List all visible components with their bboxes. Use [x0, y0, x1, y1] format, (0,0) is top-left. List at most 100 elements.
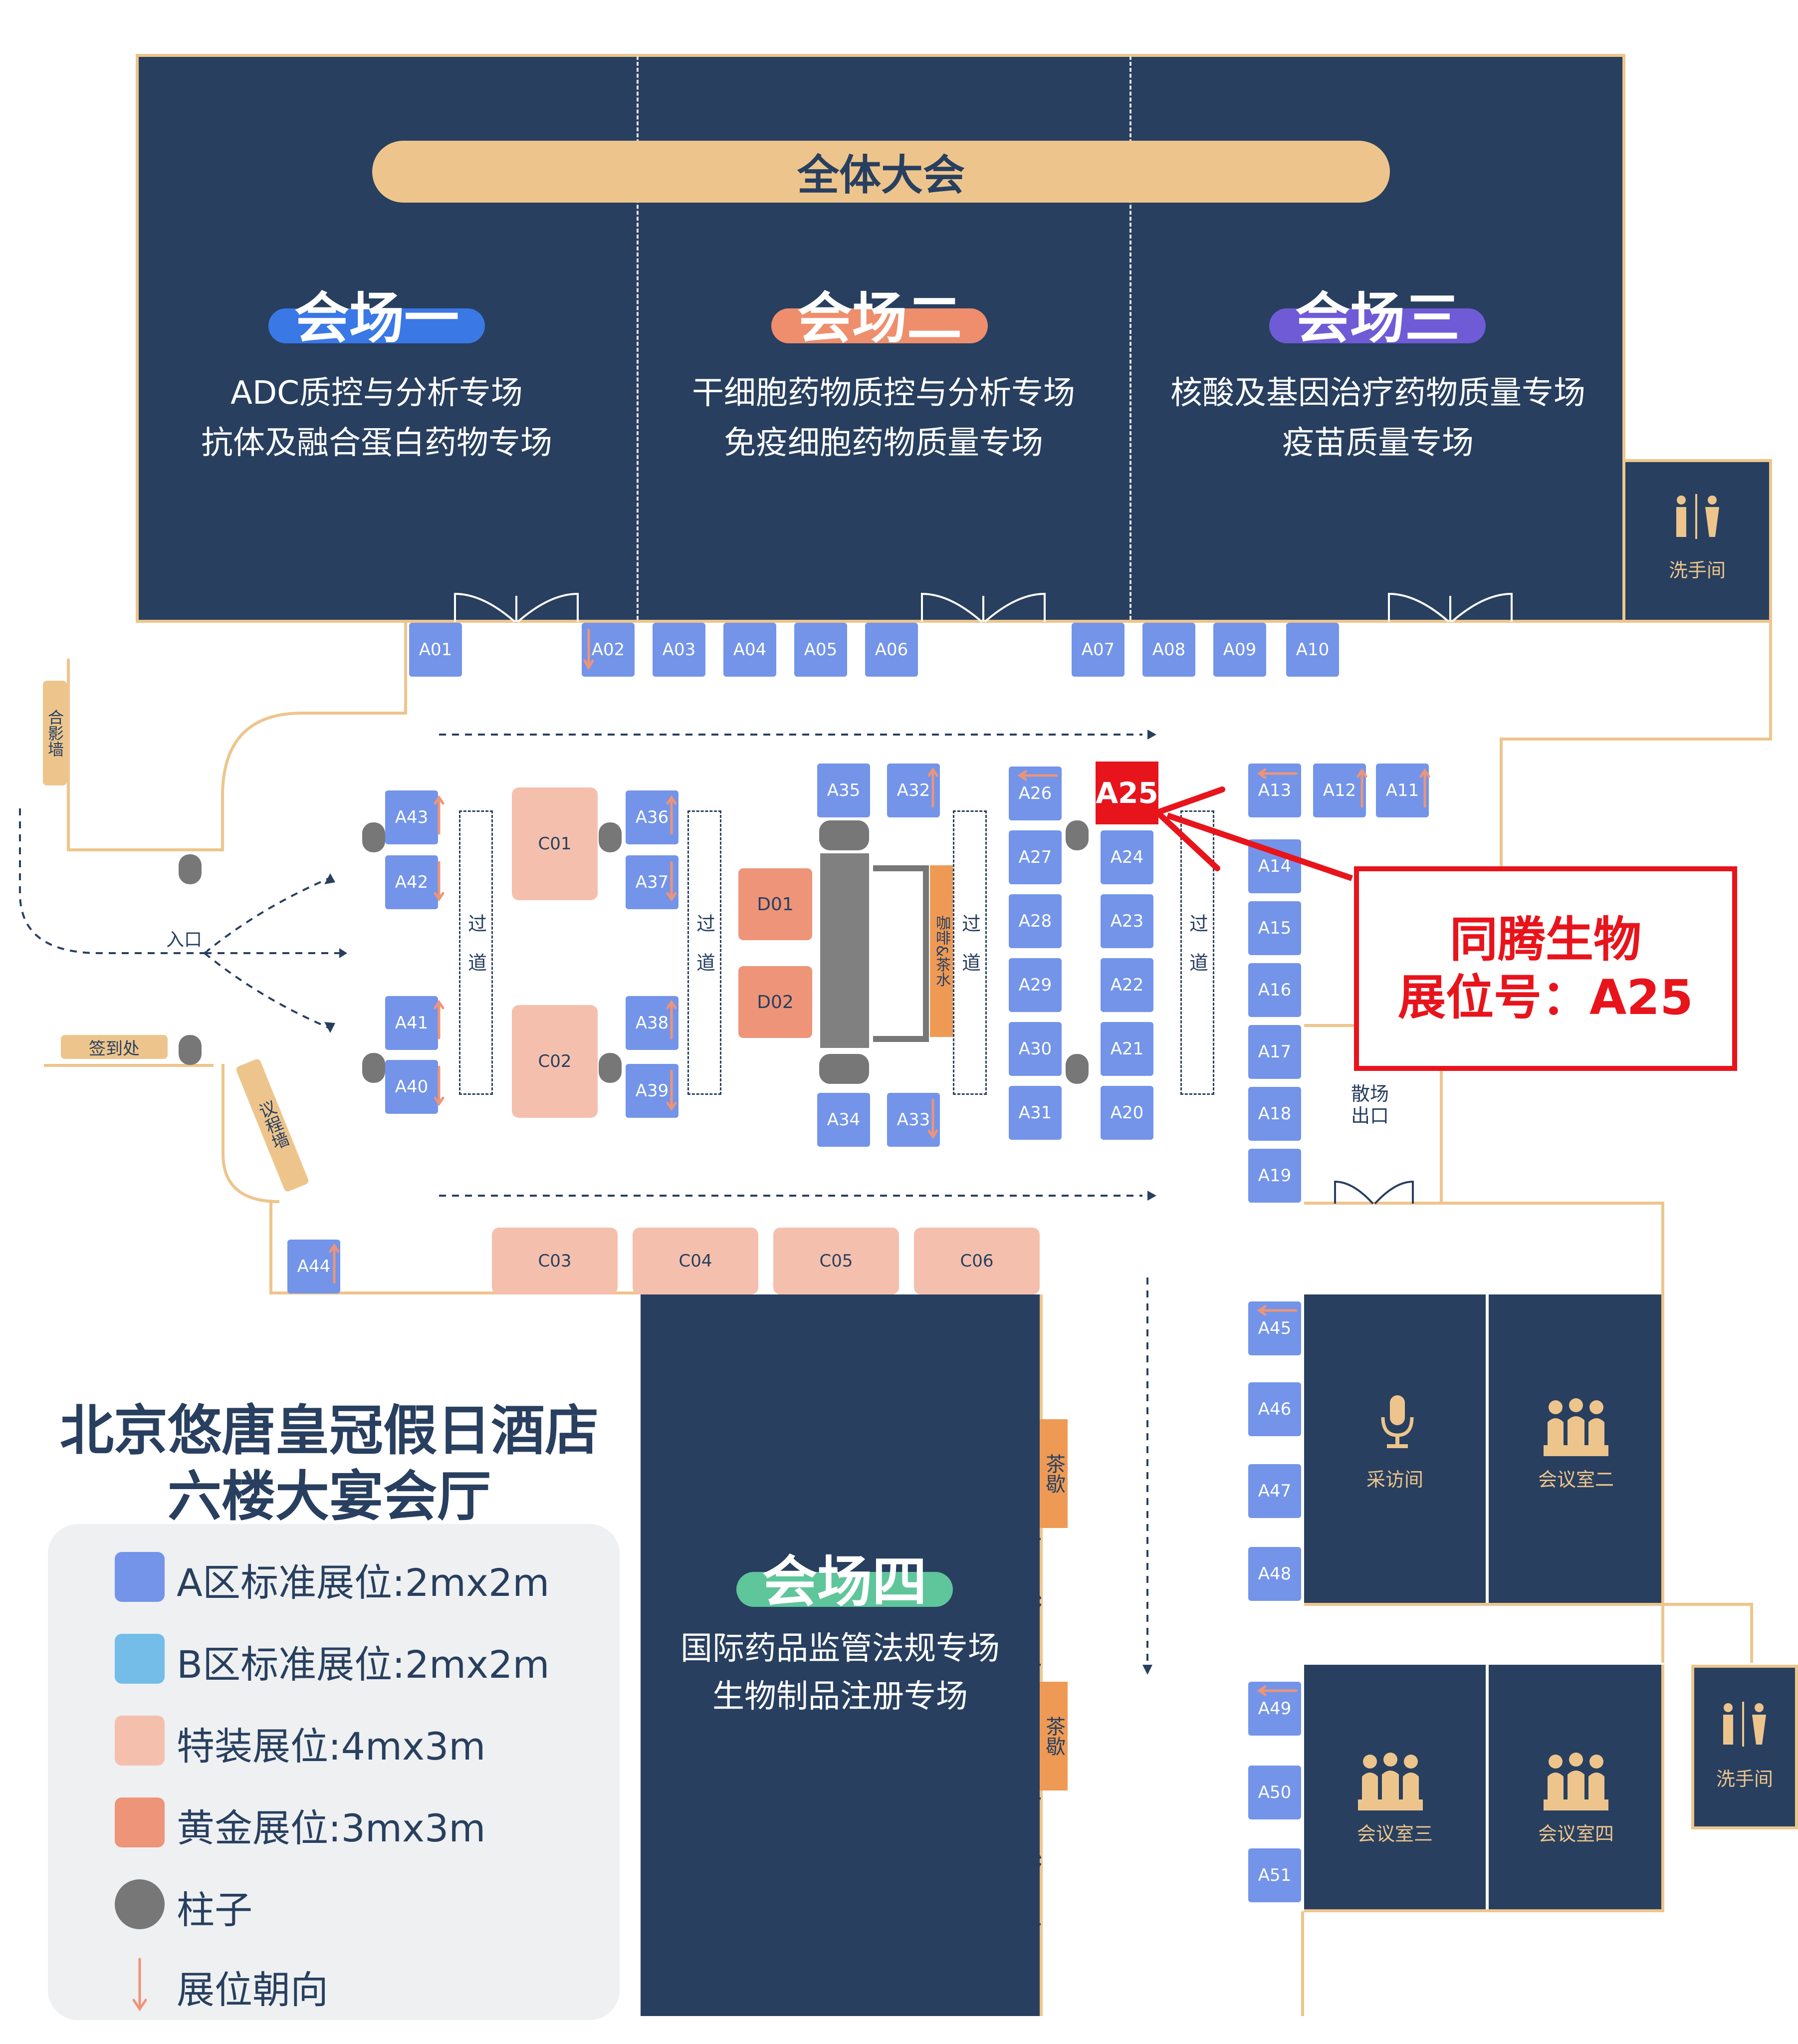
wall	[1750, 1603, 1753, 1663]
booth-a38[interactable]: A38	[626, 996, 678, 1050]
booth-a42[interactable]: A42	[385, 855, 438, 909]
booth-a01[interactable]: A01	[409, 623, 462, 677]
interview-label: 采访间	[1366, 1469, 1423, 1491]
pillar	[819, 1054, 869, 1084]
booth-a30[interactable]: A30	[1009, 1022, 1062, 1076]
booth-a27[interactable]: A27	[1009, 830, 1062, 884]
legend-label-pillar: 柱子	[177, 1888, 252, 1932]
booth-a29[interactable]: A29	[1009, 958, 1062, 1012]
meeting-3-label: 会议室三	[1356, 1823, 1433, 1845]
booth-d02[interactable]: D02	[738, 966, 812, 1038]
legend-label-orientation: 展位朝向	[177, 1968, 328, 2012]
down-arrow-icon	[132, 1958, 147, 2012]
booth-a19[interactable]: A19	[1248, 1149, 1301, 1203]
booth-a47[interactable]: A47	[1248, 1464, 1301, 1518]
booth-a17[interactable]: A17	[1248, 1025, 1301, 1079]
booth-c02[interactable]: C02	[512, 1005, 598, 1118]
wall-curve	[222, 1064, 280, 1203]
booth-c01[interactable]: C01	[512, 787, 598, 900]
booth-a28[interactable]: A28	[1009, 894, 1062, 948]
hall-divider-1	[637, 56, 639, 620]
booth-a05[interactable]: A05	[794, 623, 847, 677]
booth-a22[interactable]: A22	[1101, 958, 1153, 1012]
stage-platform	[820, 853, 869, 1048]
aisle: 过道	[1180, 810, 1214, 1095]
booth-a34[interactable]: A34	[817, 1093, 870, 1147]
door-icon	[921, 592, 1046, 623]
booth-a40[interactable]: A40	[385, 1060, 438, 1114]
photo-wall-label: 合影墙	[45, 709, 64, 757]
wall	[1304, 1603, 1753, 1606]
restroom-label-bottom: 洗手间	[1716, 1768, 1773, 1790]
booth-d01[interactable]: D01	[738, 868, 812, 940]
tea-break-label: 茶歇	[1042, 1454, 1065, 1494]
hall-3-line-1: 核酸及基因治疗药物质量专场	[1170, 375, 1585, 412]
hall-2-title: 会场二	[797, 286, 962, 350]
booth-a20[interactable]: A20	[1101, 1086, 1153, 1140]
signin-desk: 签到处	[61, 1035, 168, 1059]
microphone-icon	[1381, 1395, 1414, 1448]
door-icon	[1388, 592, 1513, 623]
coffee-label: 咖啡&茶水	[933, 915, 950, 987]
hall-4-pill	[736, 1572, 953, 1607]
booth-a33[interactable]: A33	[887, 1093, 940, 1147]
wall	[269, 1200, 272, 1293]
booth-a23[interactable]: A23	[1101, 894, 1153, 948]
interview-room	[1304, 1294, 1486, 1603]
booth-a25-highlight[interactable]: A25	[1096, 762, 1158, 824]
booth-a09[interactable]: A09	[1213, 623, 1266, 677]
aisle-label: 过道	[693, 914, 715, 992]
booth-a10[interactable]: A10	[1286, 623, 1339, 677]
booth-a04[interactable]: A04	[723, 623, 776, 677]
booth-c05[interactable]: C05	[773, 1228, 899, 1294]
booth-a46[interactable]: A46	[1248, 1382, 1301, 1436]
aisle-label: 过道	[958, 914, 981, 992]
wall	[1661, 1202, 1664, 1294]
booth-c04[interactable]: C04	[633, 1228, 758, 1294]
booth-a11[interactable]: A11	[1376, 764, 1429, 817]
booth-c03[interactable]: C03	[492, 1228, 618, 1294]
coffee-station: 咖啡&茶水	[930, 865, 953, 1037]
booth-a51[interactable]: A51	[1248, 1848, 1301, 1902]
booth-a48[interactable]: A48	[1248, 1547, 1301, 1601]
legend-label-b: B区标准展位:2mx2m	[177, 1642, 550, 1687]
hall-1-title: 会场一	[294, 286, 459, 350]
booth-a50[interactable]: A50	[1248, 1766, 1301, 1819]
booth-a14[interactable]: A14	[1248, 839, 1301, 893]
booth-a06[interactable]: A06	[865, 623, 918, 677]
plenary-bar: 全体大会	[372, 141, 1390, 203]
aisle-label: 过道	[464, 914, 487, 992]
pillar	[362, 822, 385, 852]
booth-a35[interactable]: A35	[817, 764, 870, 817]
hall-1-line-2: 抗体及融合蛋白药物专场	[201, 425, 552, 462]
booth-a21[interactable]: A21	[1101, 1022, 1153, 1076]
booth-a08[interactable]: A08	[1142, 623, 1195, 677]
wall	[1500, 738, 1772, 741]
booth-a02[interactable]: A02	[582, 623, 635, 677]
pillar	[362, 1053, 385, 1083]
booth-a12[interactable]: A12	[1313, 764, 1366, 817]
booth-a16[interactable]: A16	[1248, 963, 1301, 1017]
booth-a18[interactable]: A18	[1248, 1087, 1301, 1141]
booth-a15[interactable]: A15	[1248, 901, 1301, 955]
pillar	[599, 1053, 622, 1083]
booth-a43[interactable]: A43	[385, 790, 438, 844]
booth-a41[interactable]: A41	[385, 996, 438, 1050]
aisle-label: 过道	[1186, 914, 1208, 992]
wall	[1304, 1909, 1663, 1912]
hall-1-line-1: ADC质控与分析专场	[230, 375, 523, 412]
booth-a03[interactable]: A03	[653, 623, 705, 677]
booth-a37[interactable]: A37	[626, 855, 678, 909]
legend-label-a: A区标准展位:2mx2m	[177, 1560, 550, 1605]
hall-4	[641, 1294, 1040, 2016]
exit-label: 散场出口	[1351, 1083, 1389, 1127]
booth-a39[interactable]: A39	[626, 1064, 678, 1118]
door-icon	[1018, 1538, 1042, 1666]
venue-name-line-1: 北京悠唐皇冠假日酒店	[59, 1400, 599, 1462]
booth-c06[interactable]: C06	[914, 1228, 1040, 1294]
booth-a24[interactable]: A24	[1101, 830, 1153, 884]
meeting-4-label: 会议室四	[1538, 1823, 1614, 1845]
tea-break-label: 茶歇	[1042, 1716, 1065, 1756]
booth-a31[interactable]: A31	[1009, 1086, 1062, 1140]
booth-a07[interactable]: A07	[1072, 623, 1124, 677]
